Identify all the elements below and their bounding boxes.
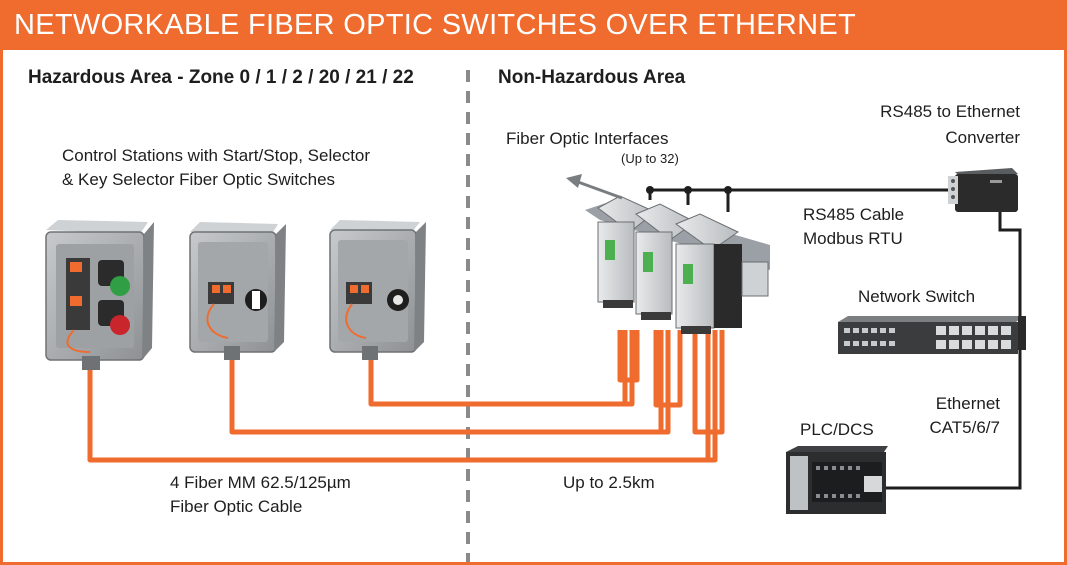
fiber-optic-interface-modules xyxy=(585,195,770,334)
network-switch xyxy=(838,316,1026,354)
header-banner: NETWORKABLE FIBER OPTIC SWITCHES OVER ET… xyxy=(0,0,1067,50)
control-stations-label-line2: & Key Selector Fiber Optic Switches xyxy=(62,170,336,189)
fiber-optic-cables xyxy=(87,330,725,463)
distance-label: Up to 2.5km xyxy=(563,473,655,492)
fiber-cable-station-3 xyxy=(368,330,635,407)
non-hazardous-area-heading: Non-Hazardous Area xyxy=(498,67,686,88)
bus-junction-3 xyxy=(724,186,732,194)
rs485-ethernet-converter xyxy=(948,168,1018,212)
fiber-cable-label-line2: Fiber Optic Cable xyxy=(170,497,303,516)
stop-button-icon xyxy=(110,315,130,335)
start-button-icon xyxy=(110,276,130,296)
bus-junction-1 xyxy=(646,186,654,194)
plc-dcs-unit xyxy=(786,446,888,514)
network-switch-label: Network Switch xyxy=(858,287,976,306)
fiber-bundle-3 xyxy=(692,330,725,435)
fiber-bundle-2 xyxy=(653,330,683,408)
rs485-cable-label-line2: Modbus RTU xyxy=(803,229,903,248)
fiber-cable-station-2 xyxy=(229,330,671,435)
converter-to-switch-line xyxy=(998,210,1022,335)
plc-dcs-label: PLC/DCS xyxy=(800,420,874,439)
bus-junction-2 xyxy=(684,186,692,194)
fiber-interfaces-label: Fiber Optic Interfaces xyxy=(506,129,669,148)
control-stations-label-line1: Control Stations with Start/Stop, Select… xyxy=(62,146,371,165)
rs485-converter-label-line1: RS485 to Ethernet xyxy=(880,102,1020,121)
control-station-start-stop xyxy=(45,220,154,370)
fiber-cable-station-1 xyxy=(87,330,718,463)
rs485-converter-label-line2: Converter xyxy=(945,128,1020,147)
hazardous-area-heading: Hazardous Area - Zone 0 / 1 / 2 / 20 / 2… xyxy=(28,67,414,88)
switch-to-plc-line xyxy=(886,350,1022,490)
control-station-selector xyxy=(189,222,286,360)
page-title: NETWORKABLE FIBER OPTIC SWITCHES OVER ET… xyxy=(14,9,856,41)
ethernet-label-line1: Ethernet xyxy=(935,394,1000,413)
system-diagram xyxy=(45,70,1026,562)
expansion-arrow-icon xyxy=(566,174,623,200)
fiber-interfaces-count-label: (Up to 32) xyxy=(621,151,679,166)
rs485-bus-line xyxy=(648,188,948,200)
rs485-cable-label-line1: RS485 Cable xyxy=(803,205,905,224)
fiber-bundle-1 xyxy=(617,330,640,383)
control-station-key-selector xyxy=(329,220,426,360)
ethernet-label-line2: CAT5/6/7 xyxy=(929,418,1000,437)
fiber-cable-label-line1: 4 Fiber MM 62.5/125µm xyxy=(170,473,351,492)
